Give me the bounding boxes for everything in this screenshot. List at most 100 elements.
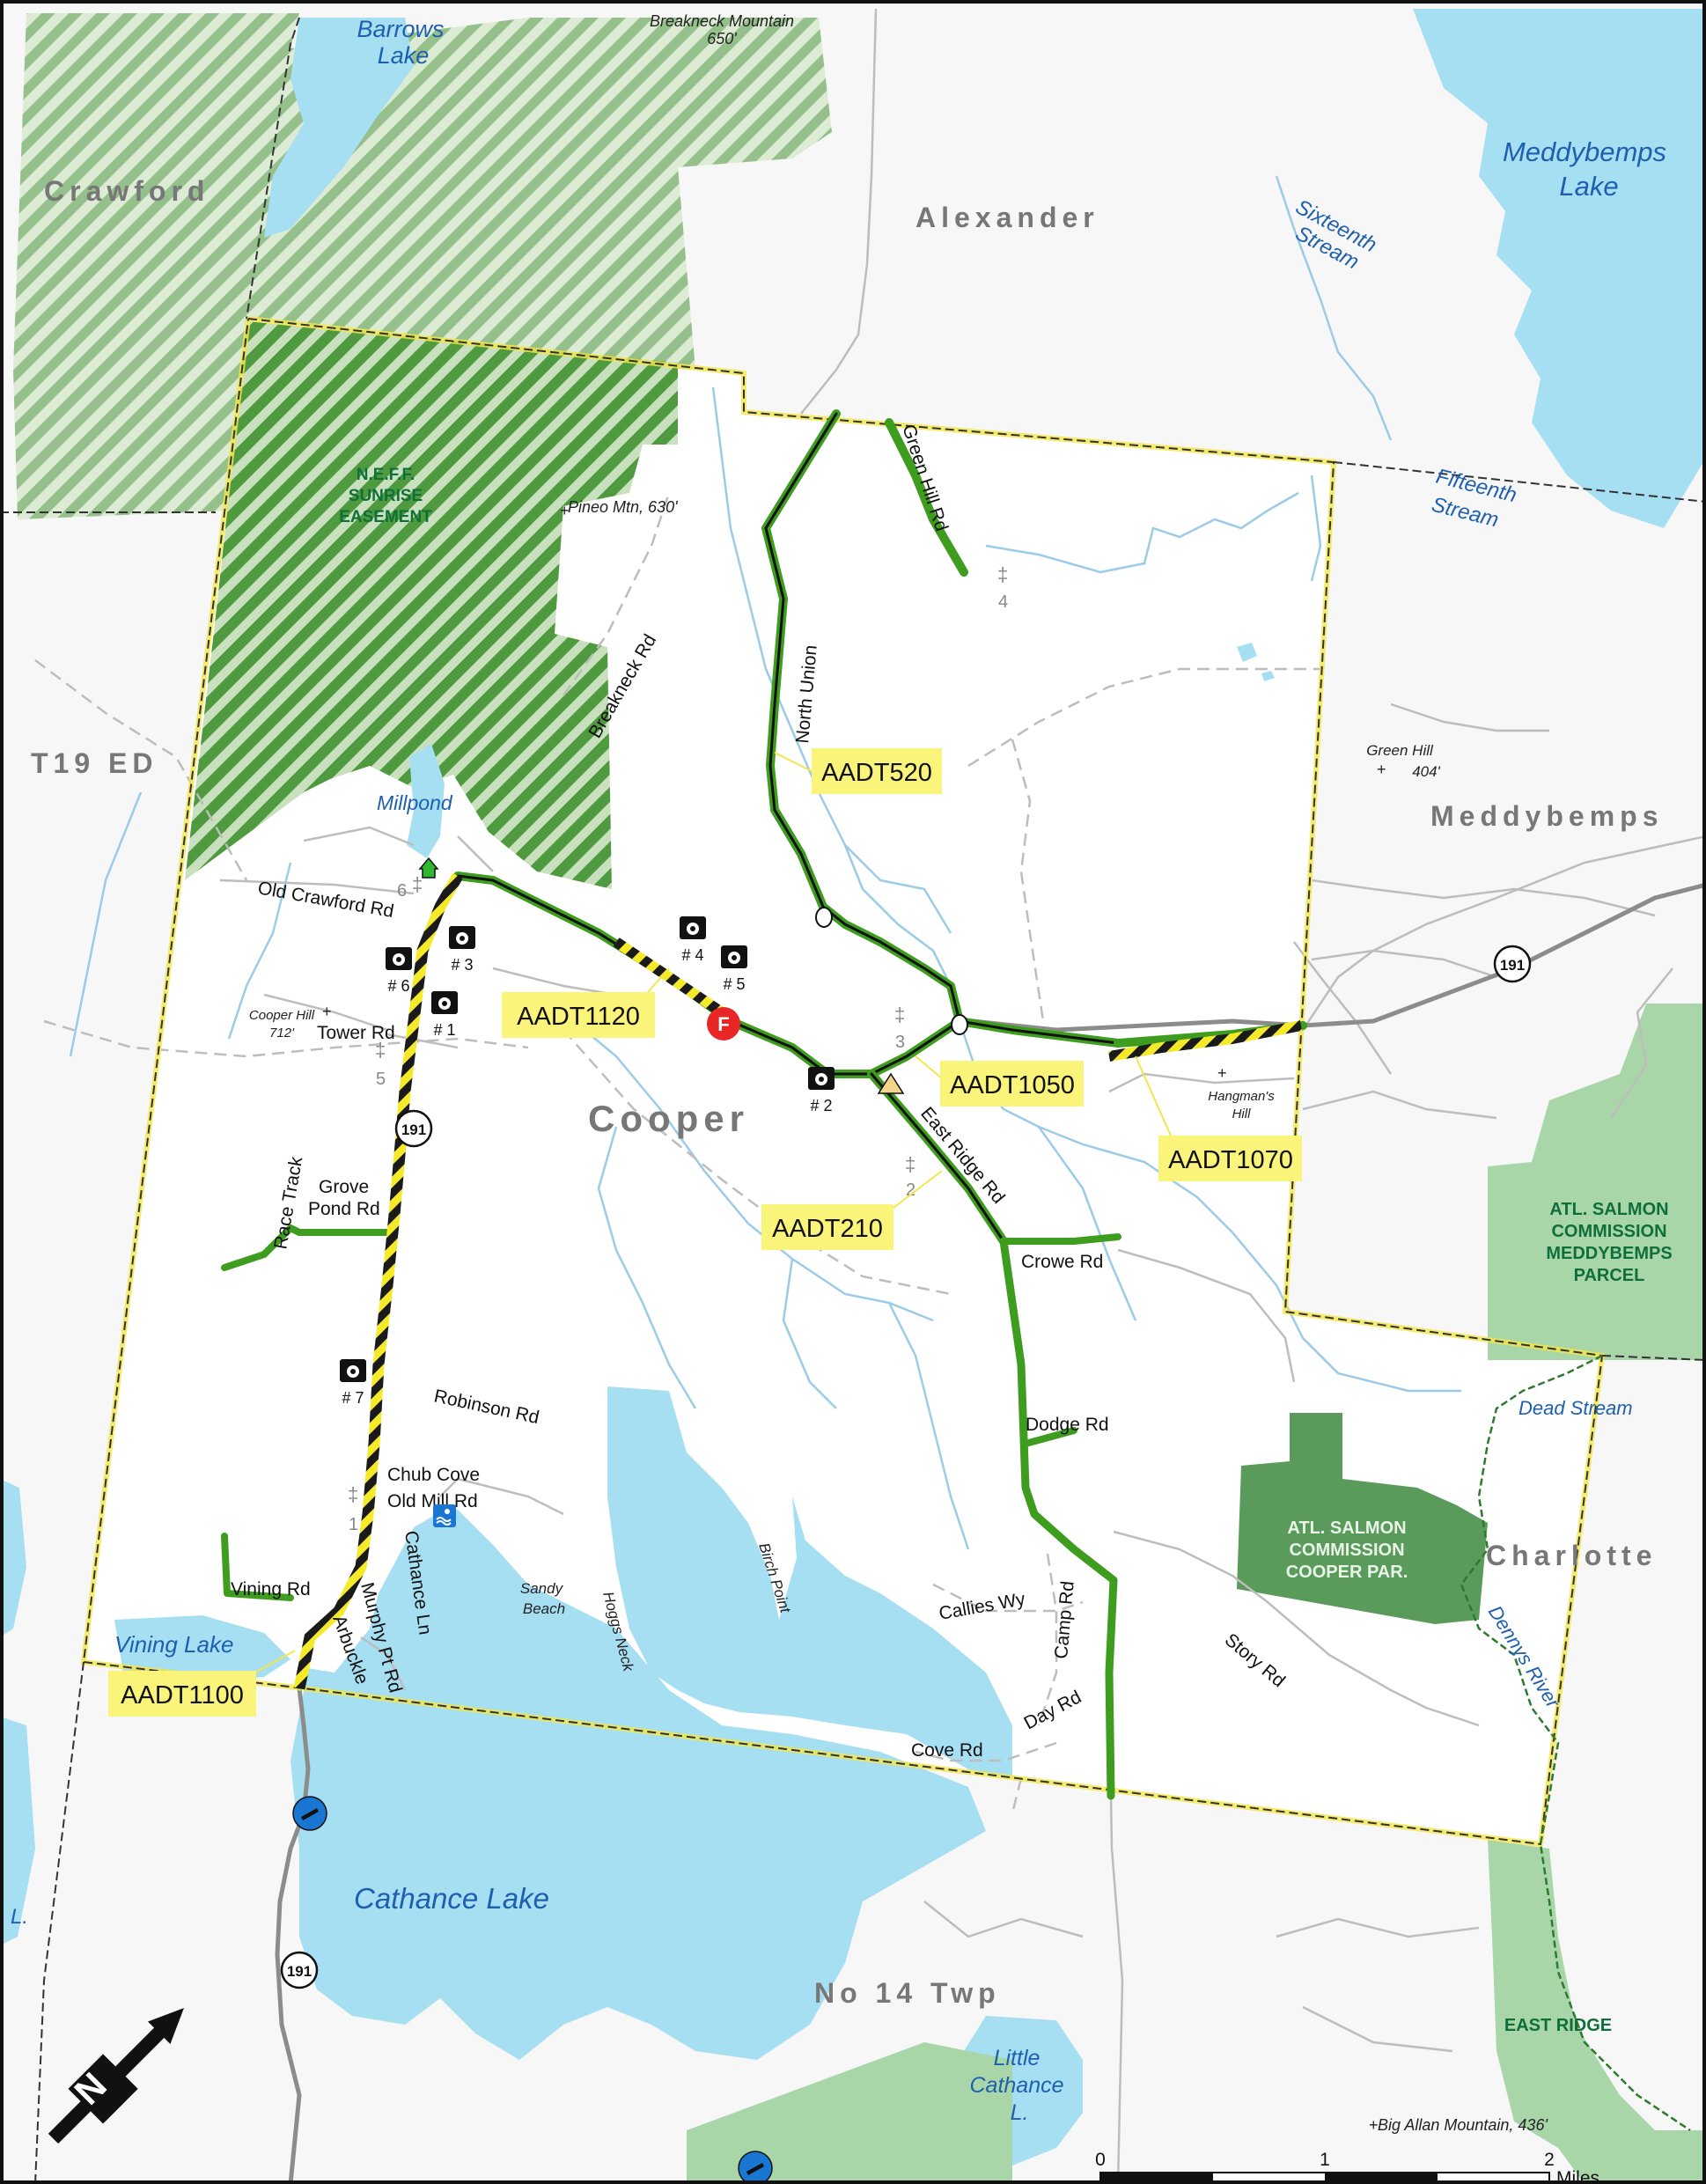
neff-sunrise-easement <box>185 321 678 889</box>
scale-tick-2: 2 <box>1544 2150 1555 2170</box>
atl-meddybemps-2: COMMISSION <box>1551 1222 1666 1241</box>
peak-breakneck: Breakneck Mountain <box>650 12 794 30</box>
cemetery-6-label: 6 <box>397 881 407 901</box>
town-label-cooper: Cooper <box>588 1098 749 1139</box>
camera-7-icon: # 7 <box>340 1359 366 1407</box>
left-edge-pond-2 <box>0 1717 35 1945</box>
cemetery-5-label: 5 <box>376 1070 386 1089</box>
vining-lake <box>114 1615 290 1686</box>
camera-7-label: # 7 <box>342 1389 364 1407</box>
town-label-crawford: Crawford <box>44 175 210 207</box>
town-label-meddybemps: Meddybemps <box>1430 800 1663 832</box>
svg-text:+: + <box>1369 2116 1379 2134</box>
camera-6-label: # 6 <box>387 977 409 995</box>
svg-text:+: + <box>1217 1064 1227 1082</box>
road-label-sandy-beach: Sandy <box>520 1580 564 1597</box>
water-label-dead-stream: Dead Stream <box>1518 1397 1633 1419</box>
road-label-grove-2: Pond Rd <box>308 1199 380 1219</box>
minor-roads <box>34 8 1706 2184</box>
millpond <box>407 744 445 858</box>
aadt-label-1100: AADT1100 <box>121 1681 244 1710</box>
svg-text:‡: ‡ <box>348 1483 358 1505</box>
atl-cooper-2: COMMISSION <box>1289 1541 1404 1560</box>
bridge-icons <box>815 907 968 1035</box>
road-label-cove: Cove Rd <box>911 1740 983 1761</box>
atl-meddybemps-label: ATL. SALMON COMMISSION MEDDYBEMPS PARCEL <box>1546 1200 1672 1285</box>
aadt-labels: AADT520 AADT1120 AADT1050 AADT1070 AADT2… <box>108 748 1302 1717</box>
neff-label-3: EASEMENT <box>339 508 432 526</box>
atl-meddybemps-1: ATL. SALMON <box>1549 1200 1668 1219</box>
boat-launch-icon-1 <box>292 1796 327 1831</box>
atl-cooper-1: ATL. SALMON <box>1287 1519 1406 1538</box>
water-label-vining-lake: Vining Lake <box>114 1631 233 1658</box>
water-label-millpond: Millpond <box>377 791 453 814</box>
fire-station-label: F <box>717 1013 729 1035</box>
peak-cooper-hill-elev: 712' <box>269 1026 295 1041</box>
aadt-label-1050: AADT1050 <box>950 1071 1075 1099</box>
scale-tick-0: 0 <box>1095 2150 1106 2170</box>
town-office-icon <box>418 857 439 879</box>
camera-3-icon: # 3 <box>449 926 475 974</box>
water-label-barrows-2: Lake <box>378 42 430 69</box>
camera-icons: # 1 # 2 # 3 # 4 # 5 # 6 # 7 <box>340 916 835 1407</box>
atl-meddybemps-4: PARCEL <box>1574 1266 1645 1285</box>
south-parcel <box>687 2042 1012 2184</box>
camera-5-label: # 5 <box>723 975 745 993</box>
water-label-little-cathance: Little <box>994 2046 1041 2070</box>
town-label-t19: T19 ED <box>31 747 158 779</box>
cemetery-4: ‡4 <box>997 563 1008 612</box>
aadt-segments <box>293 872 1303 1690</box>
road-label-tower: Tower Rd <box>317 1023 395 1043</box>
peak-pineo: Pineo Mtn, 630' <box>568 498 678 516</box>
route-shield-label: 191 <box>401 1121 426 1138</box>
left-edge-pond <box>0 1479 26 1637</box>
road-label-grove: Grove <box>319 1177 369 1197</box>
water-label-meddybemps-2: Lake <box>1559 171 1618 202</box>
cemetery-1-label: 1 <box>349 1515 358 1534</box>
water-label-l-edge: L. <box>11 1905 28 1929</box>
svg-text:+: + <box>322 1003 332 1020</box>
road-label-crowe: Crowe Rd <box>1021 1252 1103 1272</box>
route-shield-label: 191 <box>287 1963 312 1980</box>
cemetery-1: ‡1 <box>348 1483 358 1534</box>
water-label-little-cathance-2: Cathance <box>969 2073 1063 2098</box>
cemetery-6: ‡6 <box>397 873 423 901</box>
peak-hangmans: Hangman's <box>1208 1089 1275 1104</box>
atl-cooper-3: COOPER PAR. <box>1286 1563 1408 1582</box>
aadt-label-210: AADT210 <box>772 1215 883 1243</box>
meddybemps-lake <box>1413 9 1706 528</box>
peak-markers: + + + + + <box>322 502 1386 2134</box>
cemetery-2: ‡2 <box>905 1153 916 1200</box>
barrows-lake <box>264 18 414 238</box>
cemetery-3: ‡3 <box>894 1004 905 1052</box>
cemetery-4-label: 4 <box>998 592 1008 612</box>
swimming-icon <box>433 1504 456 1527</box>
neff-label-1: N.E.F.F. <box>357 466 415 484</box>
svg-text:‡: ‡ <box>997 563 1008 585</box>
camera-6-icon: # 6 <box>386 947 412 995</box>
cathance-lake <box>290 1510 986 2060</box>
cemetery-2-label: 2 <box>906 1180 916 1200</box>
svg-text:‡: ‡ <box>894 1004 905 1026</box>
road-label-old-mill: Old Mill Rd <box>387 1491 478 1511</box>
neff-label: N.E.F.F. SUNRISE EASEMENT <box>339 466 432 526</box>
water-label-cathance-lake: Cathance Lake <box>354 1882 549 1915</box>
cemetery-5: ‡5 <box>375 1039 386 1089</box>
atl-salmon-cooper-parcel <box>1237 1413 1488 1624</box>
aadt-label-520: AADT520 <box>821 759 932 787</box>
water-label-little-cathance-3: L. <box>1011 2100 1029 2125</box>
peak-hangmans-2: Hill <box>1232 1107 1251 1121</box>
dennys-river-boundary <box>1460 1354 1691 2132</box>
streams <box>69 175 1461 1550</box>
scale-tick-1: 1 <box>1320 2150 1330 2170</box>
camera-4-label: # 4 <box>681 946 703 964</box>
boat-launch-icon-2 <box>738 2151 773 2184</box>
east-ridge-label: EAST RIDGE <box>1504 2016 1612 2035</box>
cemetery-3-label: 3 <box>895 1033 905 1052</box>
peak-breakneck-elev: 650' <box>707 30 737 48</box>
peak-big-allan: Big Allan Mountain, 436' <box>1378 2116 1548 2134</box>
svg-text:‡: ‡ <box>375 1039 386 1061</box>
atl-salmon-meddybemps-parcel <box>1488 1004 1706 1360</box>
crawford-easement-hatch <box>13 13 832 519</box>
route-shield-191-c: 191 <box>280 1951 319 1989</box>
